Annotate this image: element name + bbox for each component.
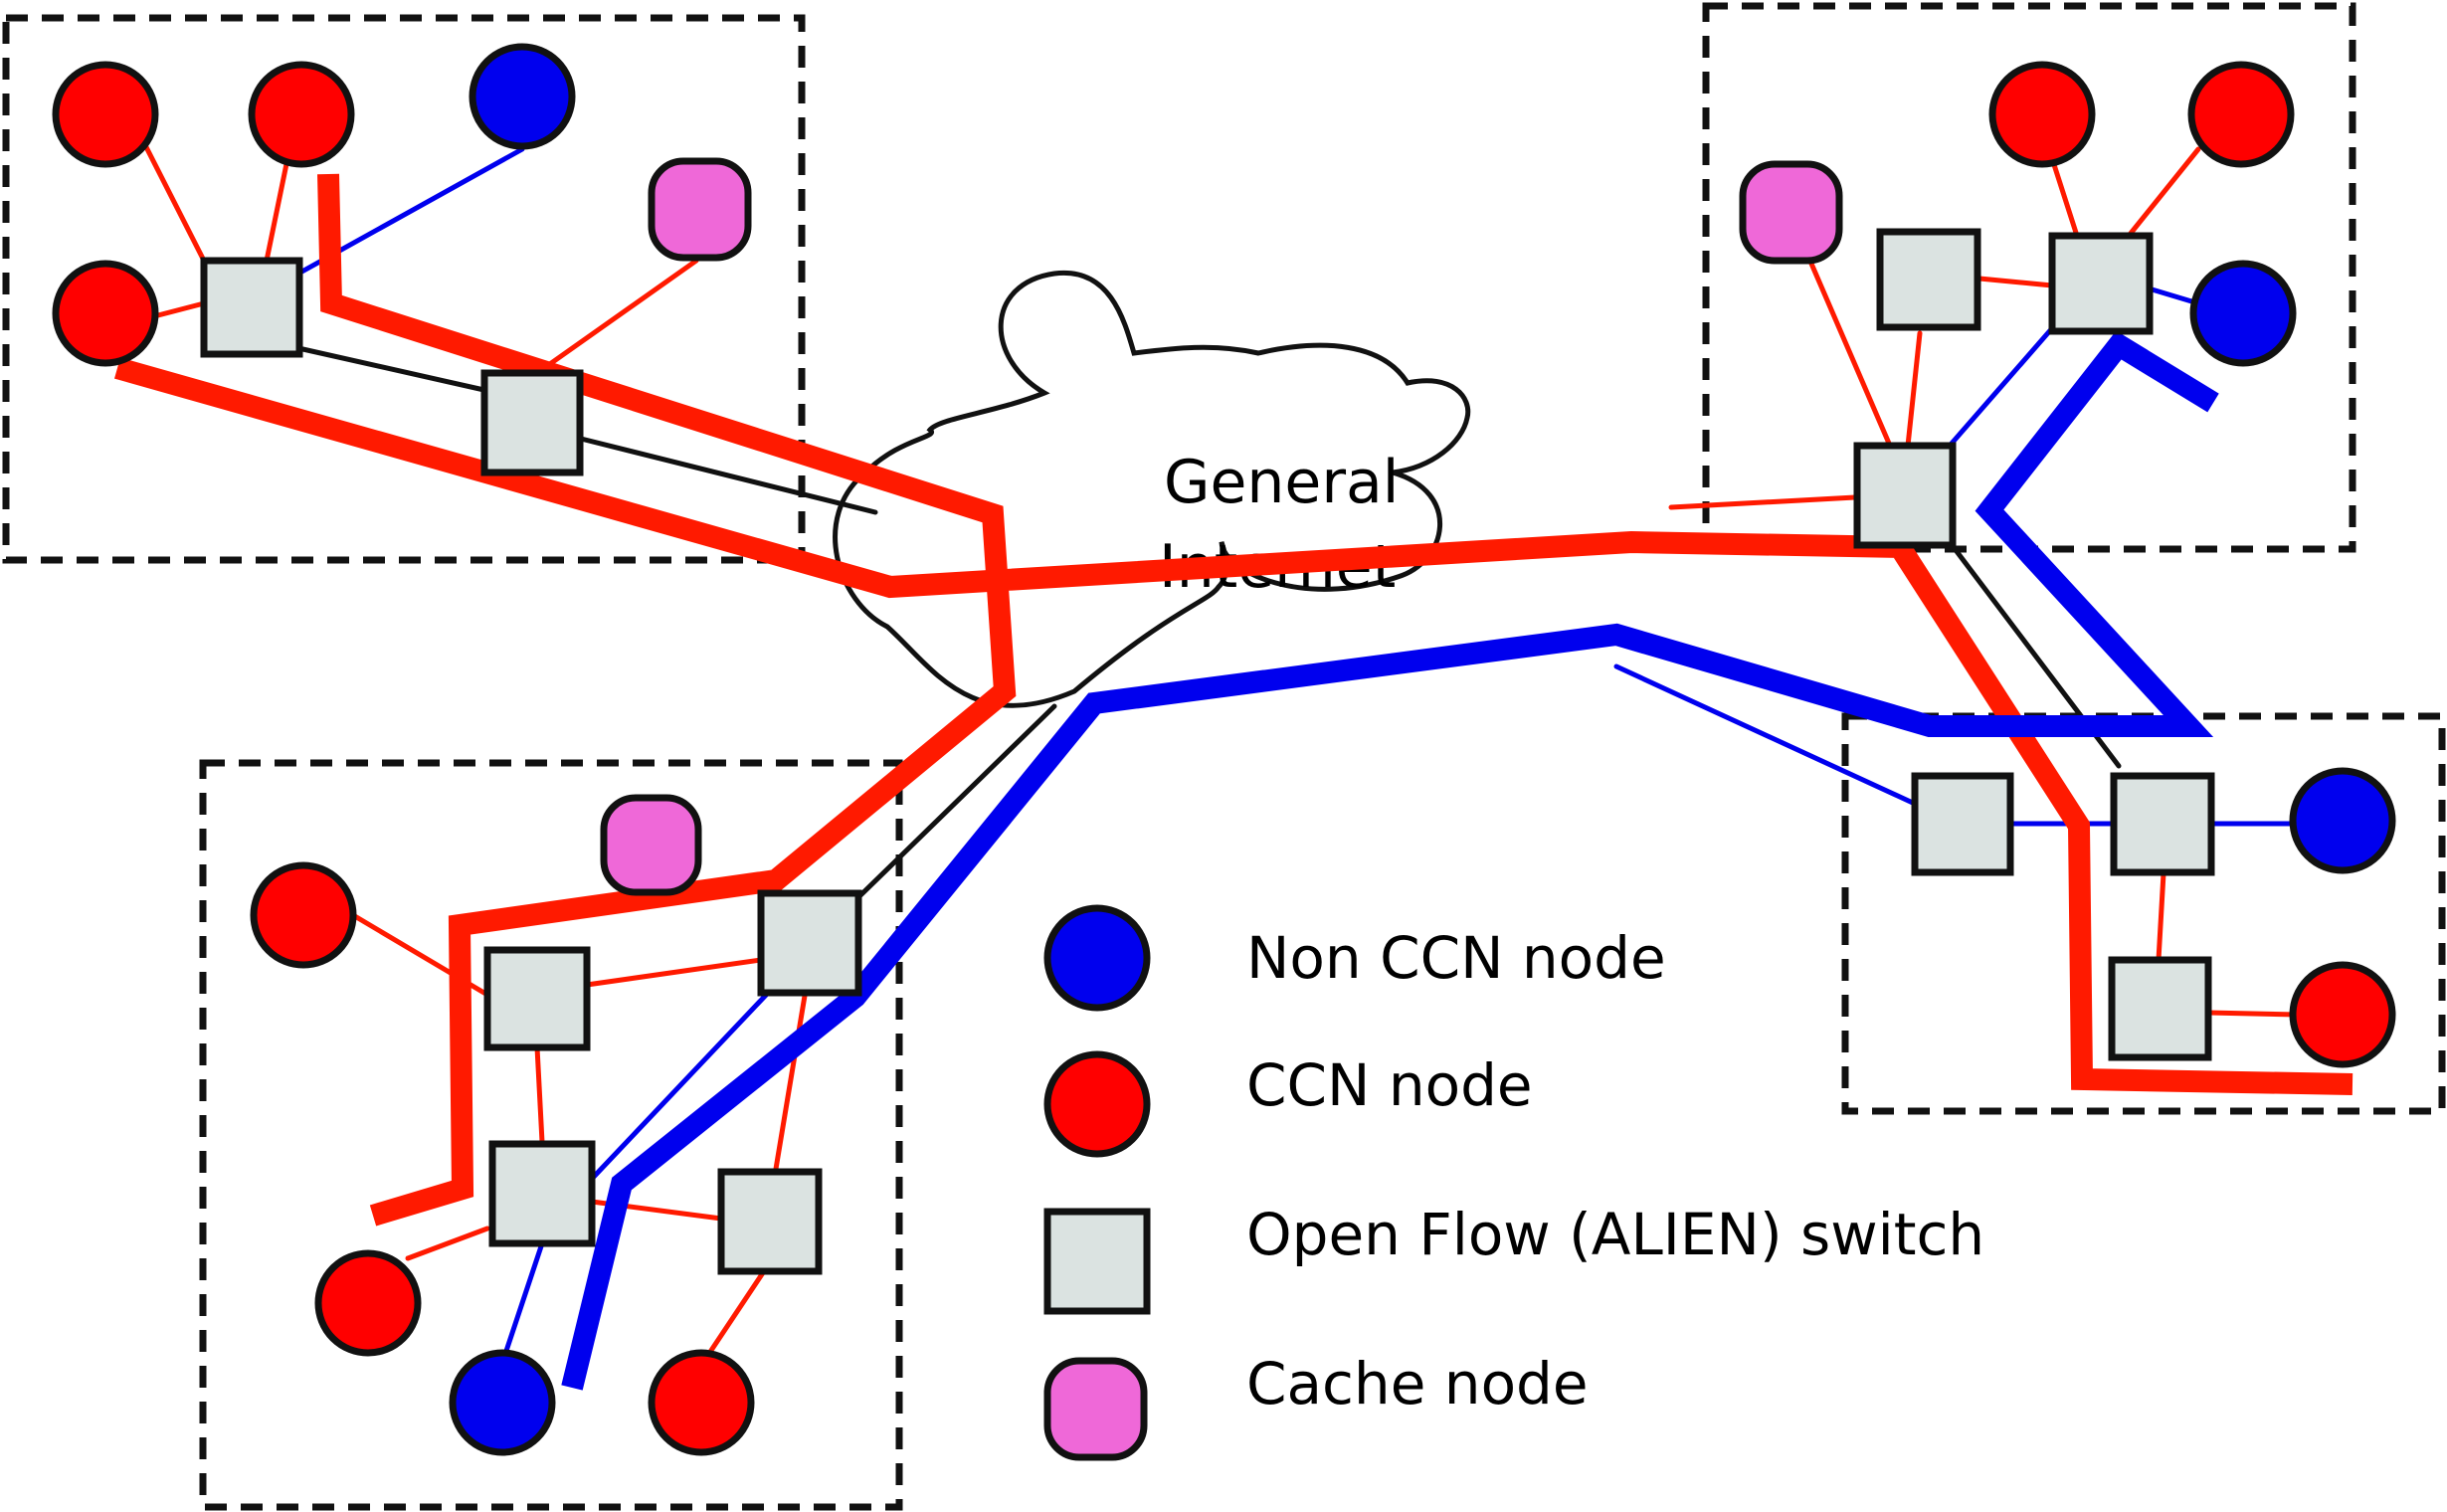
- link: [264, 151, 291, 264]
- ccn-node-icon: [52, 260, 159, 367]
- legend-label-non-ccn: Non CCN node: [1246, 924, 1666, 992]
- ccn-node-icon: [1988, 61, 2096, 168]
- link: [1976, 276, 2055, 288]
- link: [151, 300, 207, 319]
- openflow-switch-icon: [1876, 228, 1981, 331]
- non-ccn-node-icon: [1043, 904, 1151, 1012]
- link: [2126, 146, 2201, 239]
- openflow-switch-icon: [480, 369, 584, 476]
- ccn-node-icon: [250, 861, 357, 969]
- ccn-node-icon: [1043, 1050, 1151, 1158]
- thin-links: [139, 136, 2301, 1366]
- link: [139, 136, 207, 264]
- cache-node-icon: [1043, 1357, 1148, 1461]
- link: [405, 1226, 490, 1261]
- non-ccn-route: [561, 330, 2219, 1391]
- link: [2146, 285, 2201, 306]
- link: [703, 1265, 769, 1361]
- non-ccn-node-icon: [449, 1349, 556, 1456]
- openflow-switch-icon: [1853, 442, 1957, 549]
- ccn-route-left: [317, 173, 1017, 1227]
- legend: Non CCN node CCN node Open Flow (ALIEN) …: [1043, 904, 1984, 1461]
- legend-label-cache: Cache node: [1246, 1350, 1589, 1418]
- link: [574, 435, 878, 515]
- link: [295, 345, 500, 396]
- ccn-node-icon: [2289, 961, 2396, 1068]
- openflow-switch-icon: [2108, 956, 2212, 1061]
- legend-label-switch: Open Flow (ALIEN) switch: [1246, 1201, 1984, 1268]
- link: [534, 258, 699, 376]
- ccn-node-icon: [2187, 61, 2295, 168]
- ccn-node-icon: [52, 61, 159, 168]
- non-ccn-node-icon: [469, 43, 576, 150]
- legend-label-ccn: CCN node: [1246, 1051, 1533, 1119]
- link: [852, 703, 1057, 903]
- cache-nodes: [600, 157, 1843, 896]
- nodes: [52, 43, 2396, 1456]
- cache-node-icon: [1739, 160, 1843, 265]
- openflow-switch-icon: [483, 946, 591, 1051]
- site-box-top-left: [2, 14, 806, 564]
- link: [2156, 870, 2166, 963]
- openflow-switch-icon: [757, 889, 862, 997]
- link: [1613, 663, 1918, 807]
- openflow-switch-icon: [1911, 772, 2014, 876]
- openflow-switch-icon: [200, 257, 303, 358]
- non-ccn-node-icon: [2189, 260, 2297, 367]
- ccn-node-icon: [248, 61, 355, 168]
- openflow-switch-icon: [2110, 772, 2215, 876]
- link: [534, 1044, 545, 1145]
- link: [589, 987, 774, 1182]
- openflow-switch-icon: [488, 1140, 596, 1247]
- non-ccn-node-icon: [2289, 767, 2396, 874]
- link: [1905, 330, 1923, 449]
- openflow-switch-icon: [1043, 1208, 1151, 1315]
- switches: [200, 228, 2215, 1275]
- site-box-bottom-left: [199, 759, 903, 1511]
- link: [1947, 325, 2055, 449]
- openflow-switch-icon: [2048, 232, 2154, 335]
- link: [2205, 1010, 2301, 1018]
- openflow-switch-icon: [717, 1168, 823, 1275]
- ccn-node-icon: [314, 1249, 422, 1357]
- link: [1668, 494, 1858, 510]
- link: [773, 987, 809, 1172]
- cache-node-icon: [648, 157, 752, 262]
- link: [499, 1240, 545, 1366]
- cloud-label-line1: General: [1164, 448, 1399, 517]
- ccn-node-icon: [648, 1349, 755, 1456]
- link: [1805, 254, 1893, 449]
- link: [584, 957, 764, 988]
- cache-node-icon: [600, 794, 702, 896]
